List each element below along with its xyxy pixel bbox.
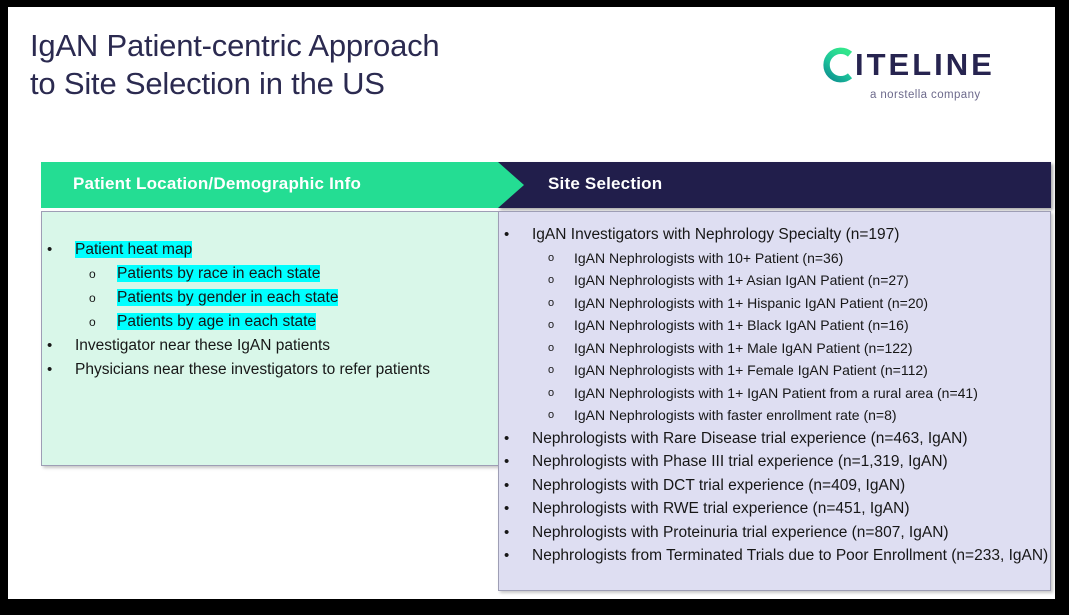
- site-selection-item: • Nephrologists with Rare Disease trial e…: [504, 427, 1049, 451]
- bullet-dot-icon: •: [504, 476, 510, 494]
- site-selection-item-label: Nephrologists with Proteinuria trial exp…: [532, 523, 949, 541]
- patient-location-list: • Patient heat map o Patients by race in ea…: [47, 238, 495, 382]
- site-selection-item: o IgAN Nephrologists with 1+ Female IgAN …: [504, 359, 1049, 382]
- slide-canvas: IgAN Patient-centric Approach to Site Se…: [8, 7, 1055, 599]
- patient-location-item: • Patient heat map: [47, 238, 495, 262]
- site-selection-item: o IgAN Nephrologists with 10+ Patient (n=…: [504, 247, 1049, 270]
- site-selection-item: • Nephrologists with Phase III trial expe…: [504, 450, 1049, 474]
- site-selection-item-label: IgAN Nephrologists with 10+ Patient (n=3…: [574, 249, 844, 266]
- bullet-dot-icon: •: [47, 337, 53, 354]
- site-selection-item: • Nephrologists from Terminated Trials du…: [504, 544, 1049, 568]
- site-selection-item-label: IgAN Nephrologists with 1+ Black IgAN Pa…: [574, 317, 909, 333]
- patient-location-item-label: Patients by gender in each state: [117, 286, 495, 310]
- site-selection-item-label: IgAN Nephrologists with 1+ Female IgAN P…: [574, 362, 928, 378]
- patient-location-item-label: Patient heat map: [75, 238, 495, 262]
- site-selection-item: • Nephrologists with Proteinuria trial ex…: [504, 521, 1049, 545]
- patient-location-item-label: Investigator near these IgAN patients: [75, 337, 331, 354]
- site-selection-item: o IgAN Nephrologists with 1+ Hispanic IgA…: [504, 292, 1049, 315]
- site-selection-item-label: Nephrologists with Rare Disease trial ex…: [532, 429, 968, 447]
- site-selection-item-label: IgAN Nephrologists with 1+ IgAN Patient …: [574, 384, 978, 401]
- page-title-line-2: to Site Selection in the US: [30, 66, 385, 101]
- site-selection-item: o IgAN Nephrologists with 1+ IgAN Patient…: [504, 382, 1049, 405]
- column-header-site-selection-label: Site Selection: [548, 174, 663, 193]
- site-selection-item-label: IgAN Nephrologists with 1+ Hispanic IgAN…: [574, 294, 929, 311]
- bullet-circle-icon: o: [548, 409, 555, 421]
- site-selection-item: • Nephrologists with RWE trial experience…: [504, 497, 1049, 521]
- column-header-patient-location: Patient Location/Demographic Info: [41, 162, 524, 208]
- bullet-circle-icon: o: [548, 386, 555, 399]
- logo-tagline: a norstella company: [870, 89, 981, 101]
- site-selection-item-label: IgAN Nephrologists with 1+ Asian IgAN Pa…: [574, 272, 909, 288]
- patient-location-item-label: Patients by age in each state: [117, 310, 495, 334]
- patient-location-item: • Physicians near these investigators to …: [47, 358, 495, 382]
- patient-location-item: o Patients by gender in each state: [47, 286, 495, 310]
- logo-wordmark-text: ITELINE: [855, 47, 995, 82]
- bullet-circle-icon: o: [548, 251, 555, 264]
- bullet-circle-icon: o: [548, 274, 555, 286]
- logo-wordmark: ITELINE: [820, 47, 995, 83]
- bullet-circle-icon: o: [548, 364, 555, 376]
- bullet-dot-icon: •: [504, 226, 510, 243]
- bullet-dot-icon: •: [47, 361, 53, 378]
- patient-location-item-label: Physicians near these investigators to r…: [75, 361, 430, 378]
- patient-location-item: • Investigator near these IgAN patients: [47, 334, 495, 358]
- patient-location-item: o Patients by race in each state: [47, 262, 495, 286]
- site-selection-item-label: IgAN Investigators with Nephrology Speci…: [532, 226, 900, 243]
- patient-location-item: o Patients by age in each state: [47, 310, 495, 334]
- highlighted-text: Patient heat map: [75, 241, 193, 258]
- site-selection-item-label: Nephrologists from Terminated Trials due…: [532, 547, 1049, 564]
- column-header-patient-location-label: Patient Location/Demographic Info: [73, 174, 362, 193]
- bullet-circle-icon: o: [89, 291, 96, 305]
- bullet-circle-icon: o: [89, 267, 96, 281]
- bullet-dot-icon: •: [504, 547, 510, 564]
- bullet-dot-icon: •: [47, 241, 53, 258]
- bullet-circle-icon: o: [89, 315, 96, 329]
- site-selection-item-label: IgAN Nephrologists with 1+ Male IgAN Pat…: [574, 339, 913, 356]
- panel-patient-location: • Patient heat map o Patients by race in ea…: [41, 211, 499, 466]
- page-title-line-1: IgAN Patient-centric Approach: [30, 28, 440, 63]
- site-selection-item-label: Nephrologists with Phase III trial exper…: [532, 453, 948, 470]
- site-selection-item: • IgAN Investigators with Nephrology Spec…: [504, 223, 1049, 247]
- site-selection-item-label: IgAN Nephrologists with faster enrollmen…: [574, 407, 897, 423]
- panel-site-selection: • IgAN Investigators with Nephrology Spec…: [498, 211, 1051, 591]
- site-selection-item-label: Nephrologists with DCT trial experience …: [532, 476, 906, 494]
- site-selection-item: o IgAN Nephrologists with 1+ Male IgAN Pa…: [504, 337, 1049, 360]
- site-selection-item: • Nephrologists with DCT trial experience…: [504, 474, 1049, 498]
- bullet-circle-icon: o: [548, 341, 555, 354]
- site-selection-item: o IgAN Nephrologists with 1+ Black IgAN P…: [504, 314, 1049, 337]
- site-selection-item: o IgAN Nephrologists with 1+ Asian IgAN P…: [504, 269, 1049, 292]
- highlighted-text: Patients by gender in each state: [117, 289, 339, 306]
- highlighted-text: Patients by age in each state: [117, 313, 317, 330]
- patient-location-item-label: Patients by race in each state: [117, 262, 495, 286]
- citeline-c-icon: [820, 47, 854, 83]
- highlighted-text: Patients by race in each state: [117, 265, 321, 282]
- bullet-dot-icon: •: [504, 429, 510, 447]
- bullet-dot-icon: •: [504, 453, 510, 470]
- citeline-logo: ITELINE a norstella company: [820, 47, 1020, 109]
- site-selection-item-label: Nephrologists with RWE trial experience …: [532, 500, 910, 517]
- site-selection-item: o IgAN Nephrologists with faster enrollme…: [504, 404, 1049, 427]
- bullet-circle-icon: o: [548, 296, 555, 309]
- site-selection-list: • IgAN Investigators with Nephrology Spec…: [504, 223, 1049, 568]
- page-title: IgAN Patient-centric Approach to Site Se…: [30, 27, 650, 103]
- column-header-site-selection: Site Selection: [498, 162, 1051, 208]
- bullet-circle-icon: o: [548, 319, 555, 331]
- bullet-dot-icon: •: [504, 500, 510, 517]
- bullet-dot-icon: •: [504, 523, 510, 541]
